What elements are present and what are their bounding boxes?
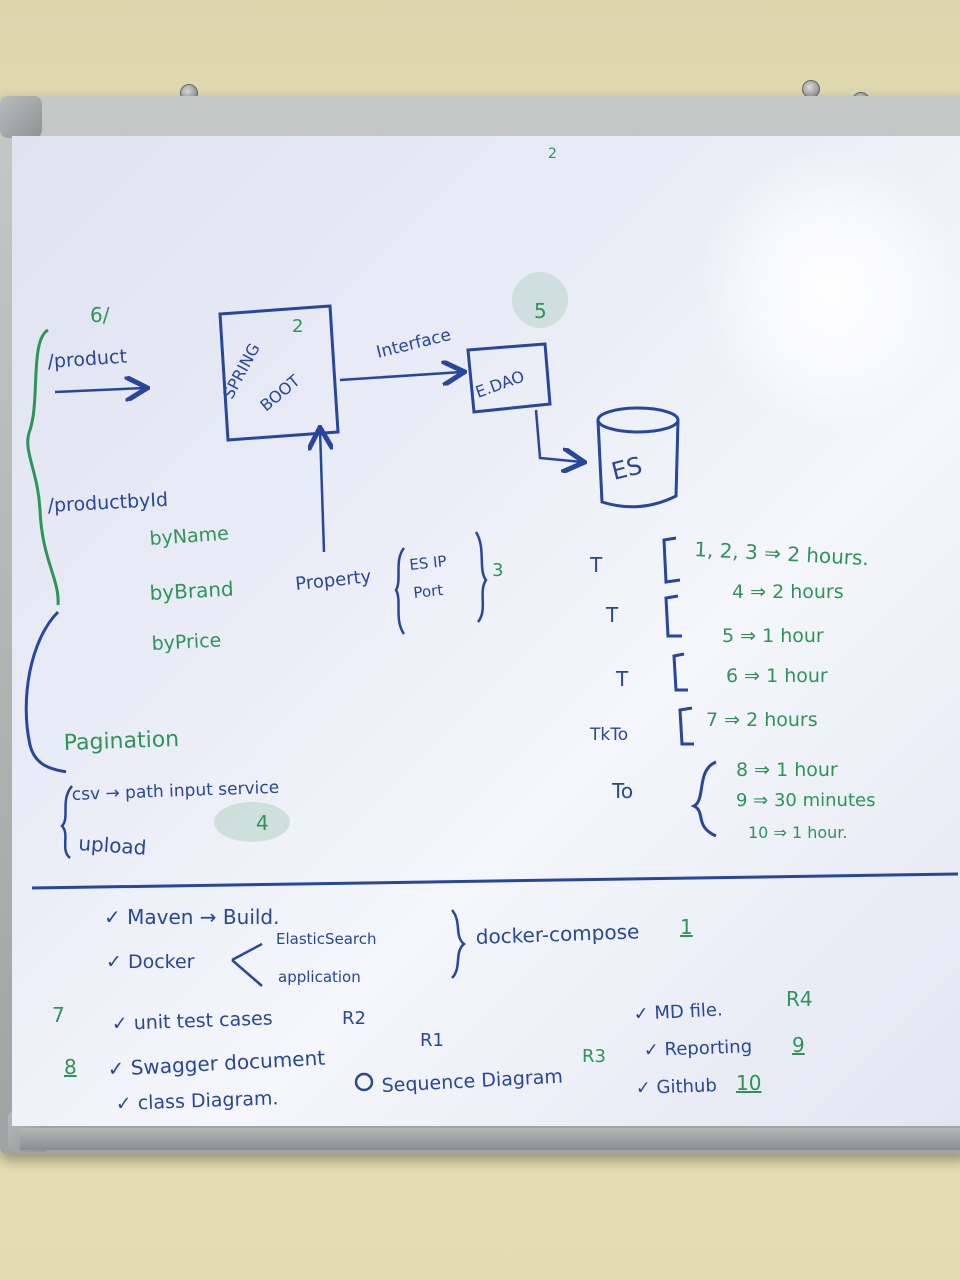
docker-split-arrows (231, 942, 263, 987)
es-cylinder-body (596, 419, 680, 509)
estimate-row: 1, 2, 3 ⇒ 2 hours. (694, 537, 870, 570)
checklist-application: application (278, 968, 361, 986)
property-item1: ES IP (409, 552, 448, 574)
estimate-tag: T (589, 553, 603, 577)
pagination-brace (24, 610, 67, 774)
frame-corner (0, 96, 42, 138)
spring-boot-mark: 2 (292, 316, 303, 337)
md-ref: R4 (786, 987, 813, 1011)
estimate-tag: T (605, 603, 619, 627)
product-arrow (54, 388, 145, 392)
unit-test-ref: R2 (342, 1008, 366, 1029)
swagger-mark: 8 (64, 1055, 77, 1079)
estimate-row: 9 ⇒ 30 minutes (736, 790, 875, 811)
spring-boot-line1: SPRING (219, 340, 264, 402)
estimate-bracket (662, 536, 681, 584)
endpoint-by-price: byPrice (151, 629, 222, 655)
edao-to-es-arrow (534, 409, 582, 462)
endpoint-product: /product (47, 345, 128, 372)
checklist-swagger: ✓ Swagger document (107, 1046, 326, 1081)
pagination-label: Pagination (63, 727, 179, 756)
endpoint-by-name: byName (149, 523, 230, 550)
smudge (214, 802, 290, 842)
estimate-bracket (664, 594, 682, 638)
property-item2: Port (413, 581, 445, 602)
estimate-row: 4 ⇒ 2 hours (732, 581, 844, 603)
edao-box (466, 342, 552, 414)
top-mark: 2 (548, 146, 557, 162)
upload-label: upload (78, 831, 148, 860)
checklist-maven: ✓ Maven → Build. (104, 905, 279, 929)
endpoint-product-by-id: /productbyId (47, 489, 168, 517)
estimate-tag: T (615, 667, 629, 691)
reporting-mark: 9 (792, 1033, 805, 1057)
unit-test-mark: 7 (52, 1003, 65, 1027)
estimate-row: 10 ⇒ 1 hour. (748, 823, 847, 842)
estimate-tag: TkTo (589, 725, 628, 745)
endpoint-by-brand: byBrand (149, 577, 234, 605)
light-glare (700, 150, 960, 430)
upload-brace (60, 785, 74, 859)
estimate-row: 5 ⇒ 1 hour (722, 625, 824, 647)
csv-path-input-service: csv → path input service (71, 778, 279, 805)
property-label: Property (294, 566, 372, 595)
checklist-docker: ✓ Docker (106, 951, 195, 973)
estimate-brace (690, 760, 717, 838)
endpoint-brace (26, 328, 60, 606)
estimate-bracket (678, 706, 694, 746)
spring-boot-line2: BOOT (256, 371, 303, 415)
section-divider (31, 872, 959, 890)
checklist-sequence-diagram: Sequence Diagram (381, 1066, 563, 1097)
smudge (512, 272, 568, 328)
upload-mark: 4 (256, 811, 269, 835)
docker-brace (450, 909, 466, 979)
github-mark: 10 (736, 1071, 761, 1095)
checklist-unit-test: ✓ unit test cases (111, 1007, 273, 1035)
sequence-ref: R3 (582, 1046, 606, 1067)
spring-boot-box (218, 304, 340, 442)
checklist-class-diagram: ✓ class Diagram. (115, 1087, 278, 1115)
docker-compose-mark: 1 (680, 915, 693, 939)
interface-label: Interface (374, 325, 453, 363)
checklist-elasticsearch: ElasticSearch (276, 930, 376, 948)
checklist-docker-compose: docker-compose (475, 919, 639, 949)
property-mark: 3 (492, 560, 503, 581)
edao-mark: 5 (534, 299, 547, 323)
property-arrow (320, 430, 324, 553)
interface-arrow (339, 372, 462, 380)
endpoint-mark: 6/ (90, 303, 110, 327)
estimate-bracket (672, 652, 688, 692)
property-brace-right (474, 531, 488, 623)
checklist-reporting: ✓ Reporting (643, 1036, 752, 1061)
estimate-row: 8 ⇒ 1 hour (736, 759, 838, 781)
sequence-bullet (354, 1072, 374, 1092)
property-brace-left (394, 547, 406, 635)
checklist-github: ✓ Github (635, 1075, 717, 1099)
marker-tray (20, 1128, 960, 1150)
estimate-tag: To (611, 779, 633, 803)
edao-label: E.DAO (473, 367, 527, 402)
estimate-row: 7 ⇒ 2 hours (706, 709, 818, 731)
checklist-md-file: ✓ MD file. (633, 999, 723, 1025)
swagger-ref: R1 (420, 1030, 444, 1051)
es-cylinder-top (596, 406, 680, 434)
es-label: ES (609, 451, 645, 486)
estimate-row: 6 ⇒ 1 hour (726, 665, 828, 687)
